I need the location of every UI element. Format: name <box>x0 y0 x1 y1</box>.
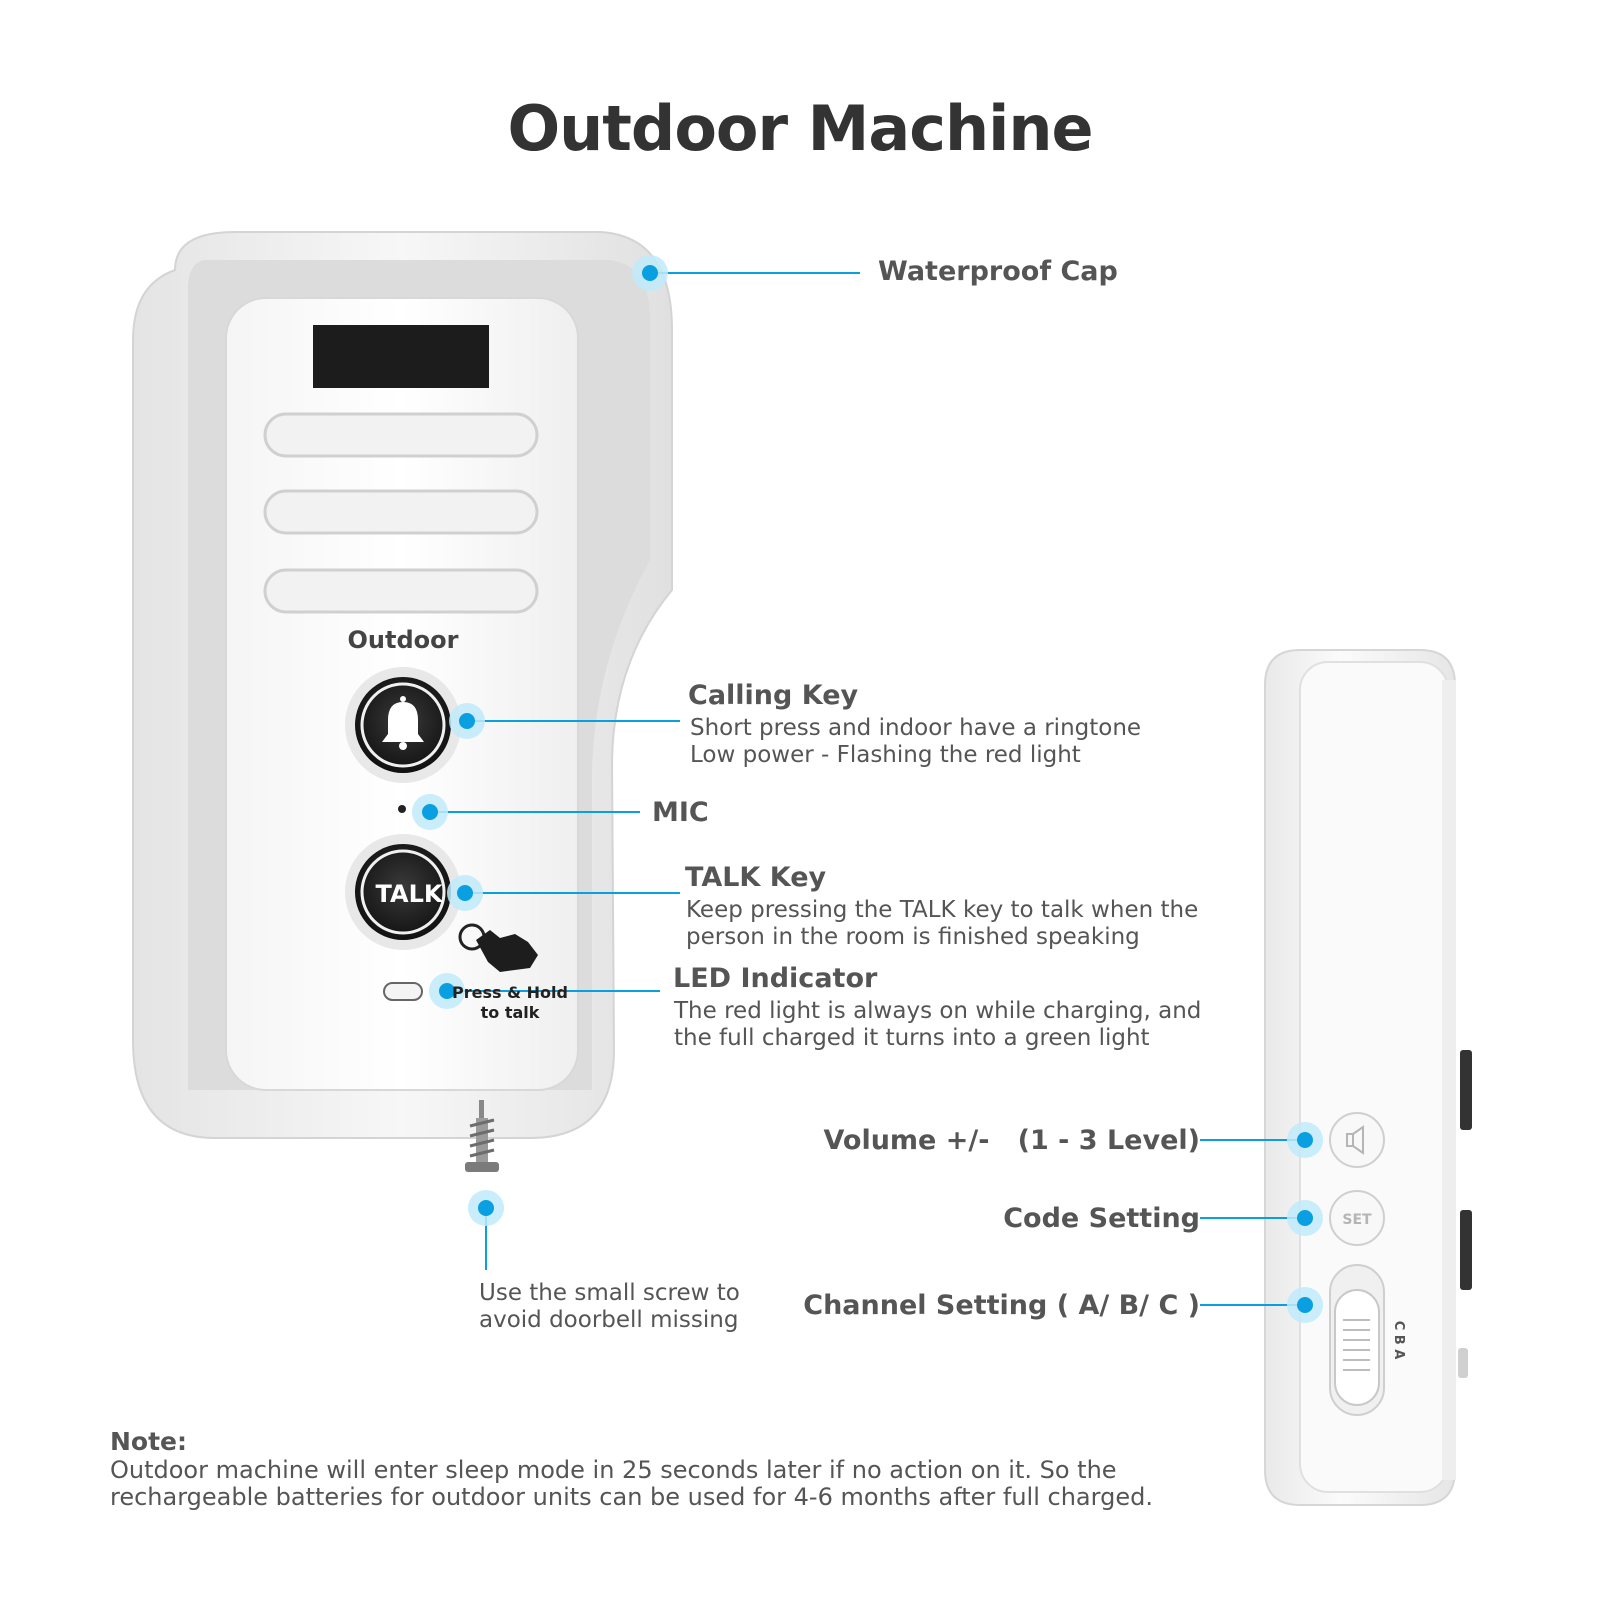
callout-dot <box>632 255 668 291</box>
bell-icon <box>382 696 424 750</box>
note-line1: Outdoor machine will enter sleep mode in… <box>110 1456 1117 1484</box>
screw-desc-line1: Use the small screw to <box>479 1280 740 1306</box>
callout-dot <box>449 703 485 739</box>
side-view-unit <box>1264 649 1472 1506</box>
note-line2: rechargeable batteries for outdoor units… <box>110 1483 1153 1511</box>
callout-dots <box>412 255 1323 1323</box>
set-button-label: SET <box>1342 1212 1372 1228</box>
channel-switch-marks: C B A <box>1391 1321 1406 1360</box>
channel-setting-label: Channel Setting ( A/ B/ C ) <box>803 1290 1200 1321</box>
screw-desc-line2: avoid doorbell missing <box>479 1307 739 1333</box>
mic-hole <box>398 805 406 813</box>
talk-key-title: TALK Key <box>685 862 827 893</box>
callout-dot <box>1287 1287 1323 1323</box>
led-indicator <box>383 982 423 1001</box>
talk-key-desc-line1: Keep pressing the TALK key to talk when … <box>686 897 1199 923</box>
screw-icon <box>465 1100 499 1172</box>
led-indicator-title: LED Indicator <box>673 963 878 994</box>
calling-key-title: Calling Key <box>688 680 859 711</box>
press-hand-icon <box>458 923 538 972</box>
speaker-icon <box>1346 1125 1364 1155</box>
speaker-slot <box>263 568 539 614</box>
led-indicator-desc-line1: The red light is always on while chargin… <box>674 998 1202 1024</box>
channel-switch[interactable] <box>1329 1264 1385 1416</box>
waterproof-cap-label: Waterproof Cap <box>878 256 1118 287</box>
code-setting-label: Code Setting <box>1003 1203 1200 1234</box>
volume-button[interactable] <box>1329 1112 1385 1168</box>
talk-key-desc-line2: person in the room is finished speaking <box>686 924 1140 950</box>
calling-key-desc-line1: Short press and indoor have a ringtone <box>690 715 1142 741</box>
page-title: Outdoor Machine <box>507 92 1093 165</box>
mic-label: MIC <box>652 797 709 828</box>
speaker-slot <box>263 489 539 535</box>
camera-window <box>313 325 489 388</box>
callout-dot <box>412 794 448 830</box>
callout-dot <box>429 973 465 1009</box>
talk-key[interactable] <box>345 834 461 950</box>
calling-key[interactable] <box>345 667 461 783</box>
panel-label: Outdoor <box>348 626 459 654</box>
note-title: Note: <box>110 1427 188 1456</box>
callout-dot <box>1287 1200 1323 1236</box>
volume-label: Volume +/- (1 - 3 Level) <box>823 1125 1200 1156</box>
press-hold-label-line2: to talk <box>481 1003 540 1022</box>
callout-dot <box>447 875 483 911</box>
press-hold-label-line1: Press & Hold <box>452 983 568 1002</box>
led-indicator-desc-line2: the full charged it turns into a green l… <box>674 1025 1150 1051</box>
calling-key-desc-line2: Low power - Flashing the red light <box>690 742 1081 768</box>
talk-button-label: TALK <box>376 880 444 908</box>
callout-dot <box>468 1190 504 1226</box>
set-button[interactable] <box>1329 1190 1385 1246</box>
speaker-slot <box>263 412 539 458</box>
callout-dot <box>1287 1122 1323 1158</box>
